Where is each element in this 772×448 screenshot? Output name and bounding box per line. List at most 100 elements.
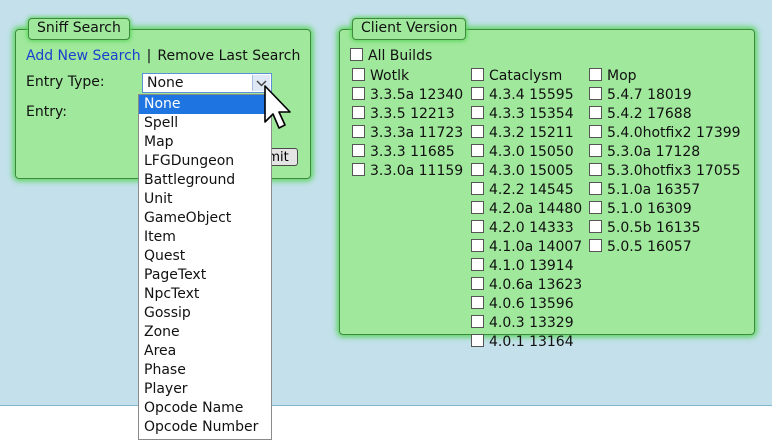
build-option[interactable]: 5.1.0 16309 [589, 200, 741, 219]
expansion-header-option-checkbox[interactable] [352, 68, 365, 81]
build-option[interactable]: 4.3.0 15005 [471, 162, 582, 181]
entry-type-option[interactable]: Zone [144, 324, 180, 340]
build-option-checkbox[interactable] [471, 106, 484, 119]
add-new-search-link[interactable]: Add New Search [26, 48, 141, 64]
build-option-label: 5.4.2 17688 [607, 106, 692, 122]
all-builds-checkbox[interactable] [350, 48, 363, 61]
build-option[interactable]: 4.0.6 13596 [471, 295, 582, 314]
entry-type-option[interactable]: Opcode Name [144, 400, 244, 416]
build-option[interactable]: 3.3.5 12213 [352, 105, 463, 124]
build-option-checkbox[interactable] [589, 239, 602, 252]
build-option-checkbox[interactable] [352, 144, 365, 157]
build-option-label: 3.3.5 12213 [370, 106, 455, 122]
build-option-label: 4.2.2 14545 [489, 182, 574, 198]
build-option-checkbox[interactable] [589, 125, 602, 138]
build-option[interactable]: 4.2.2 14545 [471, 181, 582, 200]
build-option-checkbox[interactable] [471, 182, 484, 195]
entry-type-option[interactable]: Item [144, 229, 176, 245]
entry-type-option[interactable]: Phase [144, 362, 186, 378]
build-option-checkbox[interactable] [471, 258, 484, 271]
build-option[interactable]: 5.0.5 16057 [589, 238, 741, 257]
entry-type-option[interactable]: Area [144, 343, 177, 359]
entry-type-option[interactable]: PageText [144, 267, 207, 283]
build-option-checkbox[interactable] [471, 87, 484, 100]
build-option-checkbox[interactable] [589, 87, 602, 100]
build-option[interactable]: 4.0.6a 13623 [471, 276, 582, 295]
entry-type-label: Entry Type: [26, 74, 105, 90]
build-option-checkbox[interactable] [589, 201, 602, 214]
entry-type-option[interactable]: Opcode Number [144, 419, 259, 435]
expansion-header-option-checkbox[interactable] [471, 68, 484, 81]
build-option-label: 4.3.2 15211 [489, 125, 574, 141]
link-separator: | [146, 48, 152, 64]
build-option-label: 4.3.4 15595 [489, 87, 574, 103]
build-option[interactable]: 5.0.5b 16135 [589, 219, 741, 238]
build-option[interactable]: 4.3.4 15595 [471, 86, 582, 105]
build-option-checkbox[interactable] [471, 334, 484, 347]
expansion-header-option[interactable]: Mop [589, 67, 741, 86]
build-option[interactable]: 5.3.0a 17128 [589, 143, 741, 162]
entry-type-option[interactable]: Unit [144, 191, 173, 207]
build-option-label: 4.0.6 13596 [489, 296, 574, 312]
build-option[interactable]: 4.1.0a 14007 [471, 238, 582, 257]
build-option-checkbox[interactable] [471, 315, 484, 328]
entry-type-option[interactable]: Gossip [144, 305, 191, 321]
build-option[interactable]: 3.3.3a 11723 [352, 124, 463, 143]
build-option[interactable]: 5.1.0a 16357 [589, 181, 741, 200]
build-option[interactable]: 4.1.0 13914 [471, 257, 582, 276]
build-option-label: 4.1.0 13914 [489, 258, 574, 274]
build-option[interactable]: 4.3.2 15211 [471, 124, 582, 143]
build-option[interactable]: 5.4.7 18019 [589, 86, 741, 105]
build-option-checkbox[interactable] [352, 106, 365, 119]
build-option-label: 4.2.0 14333 [489, 220, 574, 236]
expansion-header-option[interactable]: Wotlk [352, 67, 463, 86]
build-option-checkbox[interactable] [589, 220, 602, 233]
build-option-checkbox[interactable] [471, 296, 484, 309]
expansion-header-option[interactable]: Cataclysm [471, 67, 582, 86]
build-option-checkbox[interactable] [589, 182, 602, 195]
build-option[interactable]: 5.4.2 17688 [589, 105, 741, 124]
entry-type-option[interactable]: GameObject [144, 210, 232, 226]
build-option[interactable]: 3.3.5a 12340 [352, 86, 463, 105]
build-option-checkbox[interactable] [589, 106, 602, 119]
build-option-checkbox[interactable] [589, 144, 602, 157]
build-option-checkbox[interactable] [352, 125, 365, 138]
build-option[interactable]: 4.2.0 14333 [471, 219, 582, 238]
build-option-label: 4.2.0a 14480 [489, 201, 583, 217]
build-option[interactable]: 3.3.0a 11159 [352, 162, 463, 181]
build-option-checkbox[interactable] [471, 239, 484, 252]
build-option-checkbox[interactable] [352, 87, 365, 100]
sniff-search-title: Sniff Search [28, 18, 130, 40]
build-option[interactable]: 5.3.0hotfix3 17055 [589, 162, 741, 181]
build-option-checkbox[interactable] [589, 163, 602, 176]
build-option[interactable]: 4.3.3 15354 [471, 105, 582, 124]
build-option[interactable]: 4.0.1 13164 [471, 333, 582, 352]
build-option-checkbox[interactable] [471, 125, 484, 138]
build-option[interactable]: 5.4.0hotfix2 17399 [589, 124, 741, 143]
build-option[interactable]: 4.3.0 15050 [471, 143, 582, 162]
expansion-header-option-checkbox[interactable] [589, 68, 602, 81]
entry-type-option[interactable]: NpcText [144, 286, 200, 302]
remove-last-search-link[interactable]: Remove Last Search [157, 48, 301, 64]
build-option[interactable]: 3.3.3 11685 [352, 143, 463, 162]
all-builds-option[interactable]: All Builds [350, 48, 432, 64]
entry-type-option[interactable]: Player [144, 381, 188, 397]
entry-type-option[interactable]: LFGDungeon [144, 153, 235, 169]
build-option-checkbox[interactable] [352, 163, 365, 176]
entry-type-option[interactable]: Quest [144, 248, 186, 264]
build-option[interactable]: 4.2.0a 14480 [471, 200, 582, 219]
build-option[interactable]: 4.0.3 13329 [471, 314, 582, 333]
build-option-checkbox[interactable] [471, 163, 484, 176]
entry-type-option[interactable]: Battleground [144, 172, 236, 188]
entry-type-select[interactable]: None [142, 73, 272, 93]
entry-type-option[interactable]: Map [144, 134, 174, 150]
build-option-checkbox[interactable] [471, 277, 484, 290]
build-option-checkbox[interactable] [471, 144, 484, 157]
build-option-checkbox[interactable] [471, 220, 484, 233]
entry-type-option[interactable]: None [139, 95, 271, 114]
build-option-checkbox[interactable] [471, 201, 484, 214]
entry-type-option[interactable]: Spell [144, 115, 179, 131]
expansion-header-option-label: Mop [607, 68, 637, 84]
client-version-title: Client Version [352, 18, 467, 40]
